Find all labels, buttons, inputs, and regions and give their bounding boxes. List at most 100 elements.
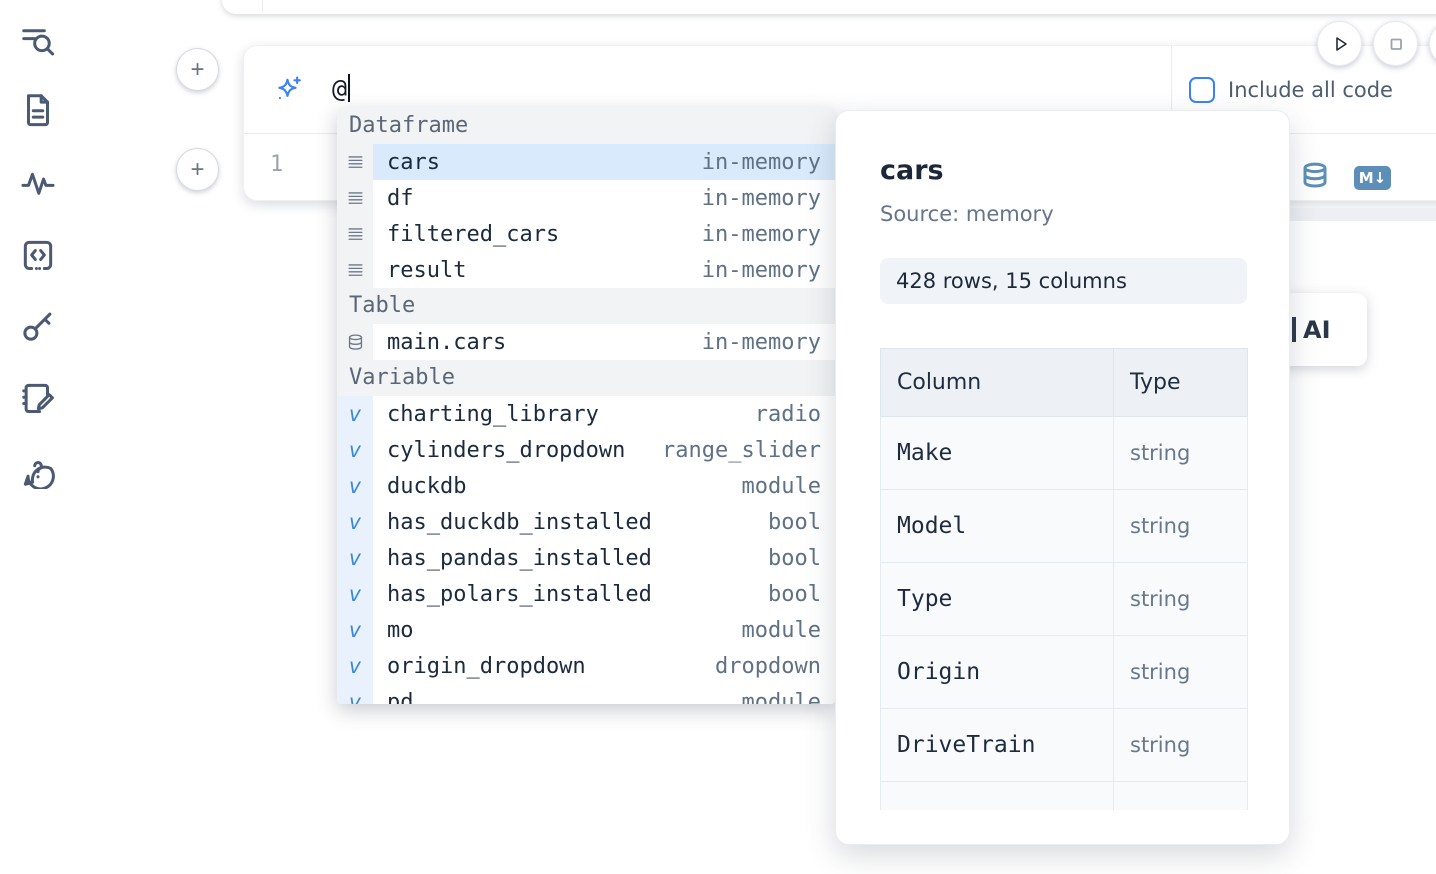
schema-column-type: string	[1113, 416, 1248, 490]
activity-icon[interactable]	[19, 164, 57, 202]
schema-column-type: string	[1113, 562, 1248, 636]
schema-header-column: Column	[880, 348, 1114, 417]
dataframe-rows-icon	[337, 144, 373, 180]
database-icon	[337, 324, 373, 360]
variable-icon: v	[337, 684, 373, 704]
popup-source: Source: memory	[880, 202, 1054, 226]
cell-action-icons: M↓	[1300, 160, 1391, 196]
autocomplete-item-name: has_polars_installed	[387, 581, 652, 607]
document-icon[interactable]	[19, 91, 57, 129]
datasource-icon[interactable]	[1300, 160, 1330, 196]
schema-column-name: Model	[880, 489, 1114, 563]
schema-column-name: DriveTrain	[880, 708, 1114, 782]
autocomplete-item-type: in-memory	[701, 329, 821, 355]
autocomplete-item-name: charting_library	[387, 401, 599, 427]
autocomplete-item-type: in-memory	[701, 149, 821, 175]
autocomplete-section-header: Dataframe	[337, 108, 835, 144]
dataframe-detail-popup: cars Source: memory 428 rows, 15 columns…	[835, 110, 1290, 845]
autocomplete-item-type: bool	[768, 581, 821, 607]
autocomplete-item-name: origin_dropdown	[387, 653, 586, 679]
autocomplete-section-header: Table	[337, 288, 835, 324]
autocomplete-item-name: filtered_cars	[387, 221, 560, 247]
autocomplete-item-name: duckdb	[387, 473, 467, 499]
autocomplete-item-main.cars[interactable]: main.cars in-memory	[337, 324, 835, 360]
autocomplete-item-name: has_duckdb_installed	[387, 509, 652, 535]
schema-column-type: string	[1113, 708, 1248, 782]
autocomplete-item-type: dropdown	[715, 653, 821, 679]
autocomplete-item-type: in-memory	[701, 221, 821, 247]
include-all-code-label: Include all code	[1228, 78, 1393, 102]
schema-row-clipped	[880, 781, 1248, 810]
code-block-icon[interactable]	[19, 236, 57, 274]
previous-cell	[222, 0, 1436, 14]
code-editor-row[interactable]: 1 M↓	[244, 134, 1436, 200]
add-cell-above-button[interactable]: +	[176, 48, 219, 91]
ai-prompt-input[interactable]: @	[332, 74, 351, 103]
cell-gutter-divider	[262, 0, 263, 13]
run-cell-button[interactable]	[1317, 21, 1362, 66]
autocomplete-item-charting_library[interactable]: v charting_library radio	[337, 396, 835, 432]
schema-column-name: Origin	[880, 635, 1114, 709]
autocomplete-item-content: duckdb module	[373, 468, 835, 504]
autocomplete-item-type: module	[741, 689, 821, 705]
variable-icon: v	[337, 396, 373, 432]
variable-icon: v	[337, 468, 373, 504]
autocomplete-item-type: radio	[754, 401, 821, 427]
include-all-code-checkbox[interactable]	[1189, 77, 1215, 103]
schema-column-name: Type	[880, 562, 1114, 636]
ai-button-clipped-glyph	[1292, 317, 1296, 342]
autocomplete-item-origin_dropdown[interactable]: v origin_dropdown dropdown	[337, 648, 835, 684]
schema-header-type: Type	[1113, 348, 1248, 417]
autocomplete-section-header: Variable	[337, 360, 835, 396]
autocomplete-item-content: main.cars in-memory	[373, 324, 835, 360]
variable-icon: v	[337, 504, 373, 540]
autocomplete-item-name: main.cars	[387, 329, 507, 355]
variable-icon: v	[337, 540, 373, 576]
variable-icon: v	[337, 648, 373, 684]
schema-column-type: string	[1113, 635, 1248, 709]
markdown-icon[interactable]: M↓	[1354, 166, 1391, 190]
dataframe-rows-icon	[337, 180, 373, 216]
help-icon[interactable]	[19, 451, 57, 491]
key-icon[interactable]	[19, 307, 57, 345]
add-cell-below-button[interactable]: +	[176, 148, 219, 191]
autocomplete-item-name: result	[387, 257, 467, 283]
variable-icon: v	[337, 612, 373, 648]
stop-cell-button[interactable]	[1373, 21, 1418, 66]
schema-header-row: Column Type	[880, 348, 1248, 417]
left-sidebar	[0, 0, 72, 874]
autocomplete-item-filtered_cars[interactable]: filtered_cars in-memory	[337, 216, 835, 252]
autocomplete-item-content: origin_dropdown dropdown	[373, 648, 835, 684]
autocomplete-item-type: module	[741, 473, 821, 499]
schema-column-name: Make	[880, 416, 1114, 490]
autocomplete-item-name: has_pandas_installed	[387, 545, 652, 571]
autocomplete-item-type: module	[741, 617, 821, 643]
prompt-divider	[1171, 46, 1172, 134]
scratchpad-icon[interactable]	[19, 379, 57, 417]
autocomplete-item-type: in-memory	[701, 185, 821, 211]
toc-search-icon[interactable]	[19, 22, 57, 60]
autocomplete-item-content: has_polars_installed bool	[373, 576, 835, 612]
variable-icon: v	[337, 432, 373, 468]
